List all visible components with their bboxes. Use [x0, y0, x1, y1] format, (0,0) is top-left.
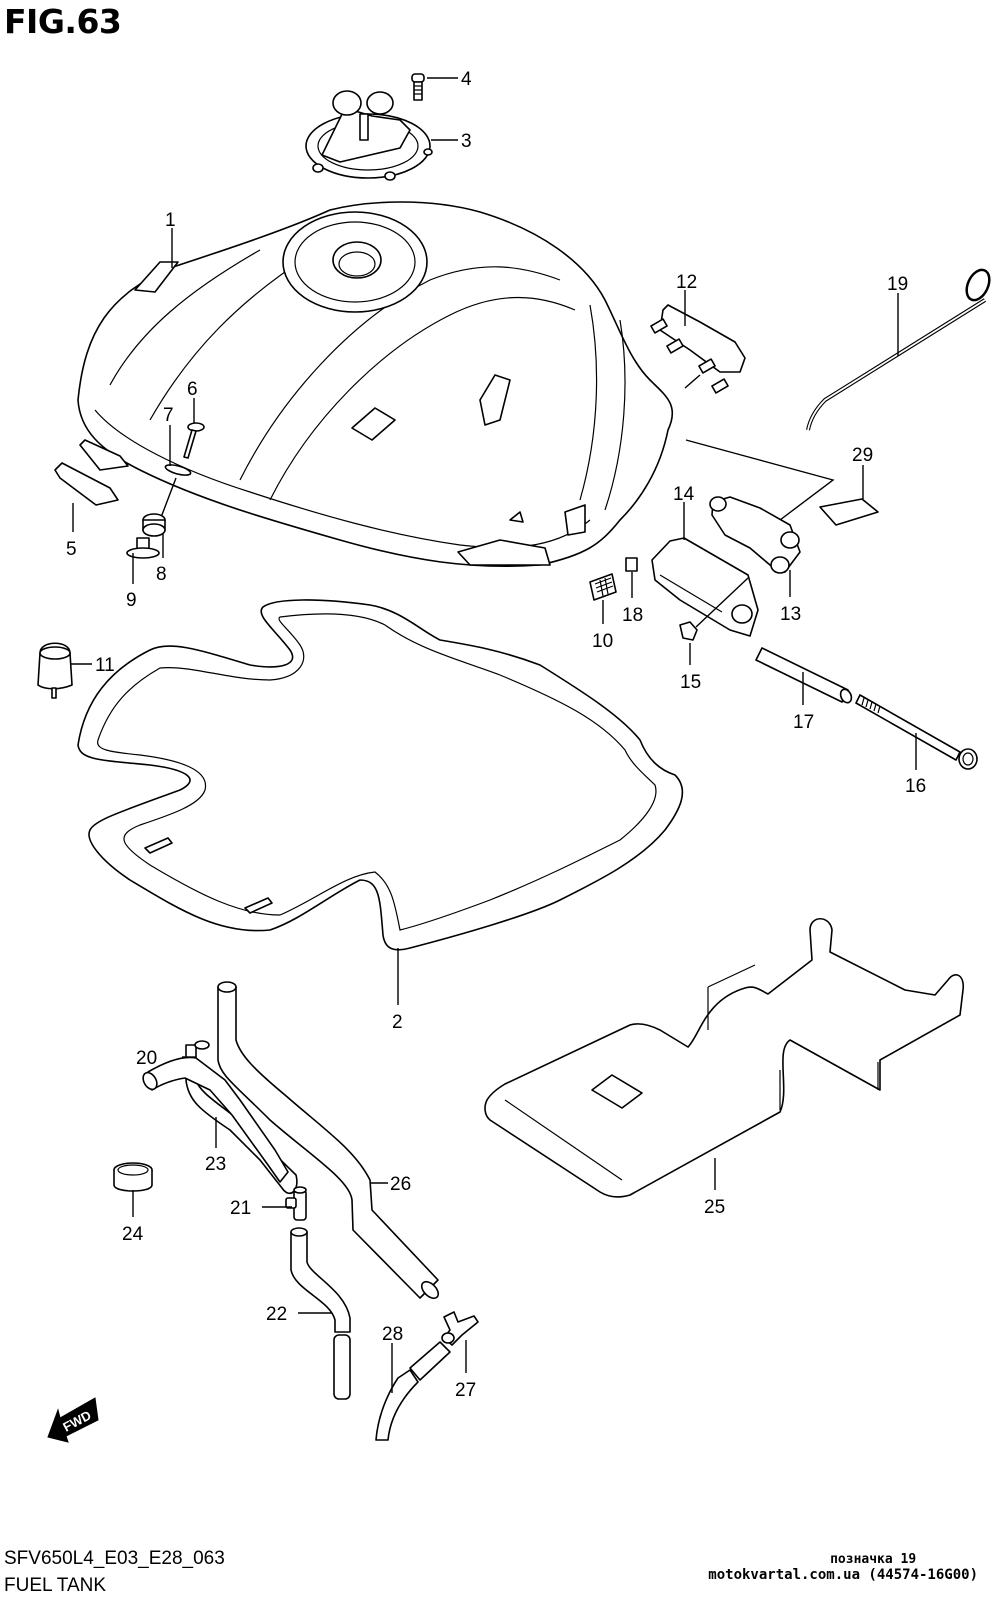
part-2-tank-seal-frame[interactable] [77, 599, 684, 951]
callout-12[interactable]: 12 [676, 272, 697, 293]
callout-13[interactable]: 13 [780, 604, 801, 625]
callout-26[interactable]: 26 [390, 1174, 411, 1195]
callout-15[interactable]: 15 [680, 672, 701, 693]
callout-17[interactable]: 17 [793, 712, 814, 733]
part-21-3way-joint[interactable] [285, 1186, 307, 1221]
part-27-t-joint[interactable] [441, 1311, 479, 1346]
callout-22[interactable]: 22 [266, 1304, 287, 1325]
part-14-hinge-bracket[interactable] [651, 537, 759, 637]
part-6-screw[interactable] [183, 422, 205, 459]
callout-27[interactable]: 27 [455, 1380, 476, 1401]
leader-7 [159, 425, 177, 521]
figure-title: FIG.63 [4, 2, 122, 41]
callout-2[interactable]: 2 [392, 1012, 403, 1033]
fwd-arrow-icon: FWD [47, 1397, 99, 1443]
part-4-cap-bolt[interactable] [411, 73, 425, 101]
part-28-short-hose[interactable] [375, 1341, 451, 1441]
part-18-clip[interactable] [625, 557, 638, 572]
part-29-label-pad[interactable] [819, 498, 879, 526]
part-22-lower-hose[interactable] [290, 1227, 351, 1400]
callout-8[interactable]: 8 [156, 564, 167, 585]
figure-code: SFV650L4_E03_E28_063 [4, 1548, 225, 1569]
part-16-bolt[interactable] [855, 694, 978, 770]
callout-labels: 1 2 3 4 5 6 7 8 9 10 11 12 13 14 15 16 1… [66, 69, 926, 1401]
callout-18[interactable]: 18 [622, 605, 643, 626]
watermark: позначка 19 motokvartal.com.ua (44574-16… [708, 1552, 978, 1583]
part-8-cushion[interactable] [142, 513, 166, 537]
reference-line [685, 439, 835, 521]
part-15-nut[interactable] [679, 621, 698, 641]
callout-7[interactable]: 7 [163, 405, 174, 426]
callout-3[interactable]: 3 [461, 131, 472, 152]
callout-23[interactable]: 23 [205, 1154, 226, 1175]
callout-28[interactable]: 28 [382, 1324, 403, 1345]
part-1-fuel-tank[interactable] [77, 201, 674, 568]
leader-15 [689, 577, 749, 665]
callout-19[interactable]: 19 [887, 274, 908, 295]
callout-9[interactable]: 9 [126, 590, 137, 611]
part-10-mesh-pad[interactable] [589, 573, 617, 601]
callout-29[interactable]: 29 [852, 445, 873, 466]
watermark-line-2: motokvartal.com.ua (44574-16G00) [708, 1567, 978, 1583]
callout-25[interactable]: 25 [704, 1197, 725, 1218]
part-12-fuel-pump-plate[interactable] [650, 304, 746, 394]
leader-12 [684, 290, 701, 389]
callout-21[interactable]: 21 [230, 1198, 251, 1219]
part-17-spacer-pipe[interactable] [755, 647, 853, 704]
part-11-cushion-rubber[interactable] [37, 642, 73, 699]
callout-5[interactable]: 5 [66, 539, 77, 560]
figure-caption: FUEL TANK [4, 1575, 107, 1596]
callout-16[interactable]: 16 [905, 776, 926, 797]
callout-20[interactable]: 20 [136, 1048, 157, 1069]
part-23-drain-hose[interactable] [140, 1056, 289, 1183]
part-9-collar[interactable] [126, 537, 160, 559]
part-25-heat-shield[interactable] [484, 917, 965, 1198]
callout-24[interactable]: 24 [122, 1224, 144, 1245]
watermark-line-1: позначка 19 [830, 1552, 917, 1567]
callout-14[interactable]: 14 [673, 484, 695, 505]
part-26-overflow-hose[interactable] [217, 981, 441, 1301]
callout-1[interactable]: 1 [165, 210, 176, 231]
callout-11[interactable]: 11 [95, 655, 115, 676]
callout-10[interactable]: 10 [592, 631, 613, 652]
part-7-washer[interactable] [164, 463, 192, 477]
part-5-front-bracket[interactable] [54, 439, 129, 506]
callout-4[interactable]: 4 [461, 69, 472, 90]
part-19-prop-rod[interactable] [806, 266, 994, 431]
callout-6[interactable]: 6 [187, 379, 198, 400]
part-13-rear-bracket[interactable] [709, 496, 801, 574]
part-24-hose-ring[interactable] [113, 1162, 153, 1192]
part-3-fuel-cap-lock[interactable] [305, 90, 433, 181]
